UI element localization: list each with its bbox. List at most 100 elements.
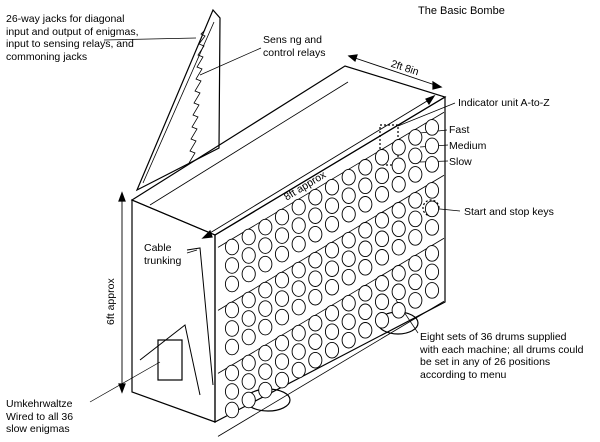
diagram-title: The Basic Bombe [418,5,505,17]
label-jacks: 26-way jacks for diagonal input and outp… [6,13,139,63]
length-arrow-left [201,229,213,239]
drum [224,275,240,293]
drum [358,259,373,276]
drum [308,270,323,287]
drum [358,177,373,195]
drum-bank-divider [217,300,445,437]
drum [374,186,390,203]
length-arrow-right [425,94,436,106]
label-sensing-relays: Sens ng and control relays [263,34,326,59]
cable-trunking-lower [139,324,201,396]
leader-indicator [397,102,456,127]
drum [274,271,290,289]
drum [424,137,440,155]
drum [408,229,423,246]
drum [291,298,306,316]
drum [374,275,390,292]
drum [241,328,256,346]
drum [341,168,356,186]
drum [274,308,290,326]
drum [391,157,406,175]
drum [224,383,240,400]
drum [308,188,323,206]
drum [408,255,423,272]
drum [324,278,340,296]
drum [408,147,423,165]
drum [241,247,256,264]
drum [258,344,273,362]
drum [424,119,440,136]
drum [258,318,273,336]
drum [324,178,340,196]
drum [258,381,273,399]
drum [224,320,240,337]
label-indicator: Indicator unit A-to-Z [458,97,550,109]
drum [391,239,406,256]
drum [341,313,356,330]
label-umkehrwalze: Umkehrwaltze Wired to all 36 slow enigma… [6,398,74,435]
drum [291,235,306,253]
drum [291,217,306,234]
drum [358,303,373,321]
drum [341,250,356,267]
umkehrwalze-panel [157,339,183,381]
drum [374,293,390,311]
drum [241,391,256,409]
drum [258,218,273,236]
drum [291,324,306,342]
drum [341,231,356,249]
depth-arrow-left [347,54,358,63]
drum [274,290,290,307]
drum [241,310,256,327]
drum [358,285,373,302]
drum [308,351,323,369]
drum [224,364,240,382]
drum [241,354,256,372]
drum [258,281,273,299]
drum [424,200,440,218]
drum [324,323,340,340]
drum [274,227,290,244]
drum [374,212,390,229]
label-slow: Slow [449,156,472,168]
drum [358,322,373,339]
drum [258,255,273,273]
depth-arrow [351,56,439,87]
label-height: 6ft approx [105,278,117,325]
drum [324,215,340,233]
drum [424,282,440,299]
drum [308,333,323,350]
depth-arrow-right [432,80,443,90]
drum [408,129,423,146]
drum [391,202,406,219]
drum [424,182,440,199]
drum [274,208,290,226]
cable-trunking [186,247,214,386]
drum [241,291,256,309]
leader-start-stop [439,208,461,212]
drum [358,240,373,258]
drum [424,156,440,173]
drum [391,265,406,282]
drum [241,228,256,246]
drum [341,294,356,312]
drum [308,207,323,224]
drum [374,167,390,185]
drum [408,273,423,291]
drum [241,265,256,283]
leader-umkehr [89,361,161,403]
drum [424,219,440,236]
drum [291,198,306,216]
leader-sensing [199,47,262,76]
drum [424,263,440,281]
height-arrow-top [118,191,126,202]
drum [274,353,290,370]
label-drums: Eight sets of 36 drums supplied with eac… [420,331,584,381]
drum [224,238,240,256]
drum [241,373,256,390]
drum [324,241,340,259]
label-medium: Medium [449,140,487,152]
jack-panel-serration [188,29,206,164]
drum [341,268,356,286]
drum [374,249,390,266]
